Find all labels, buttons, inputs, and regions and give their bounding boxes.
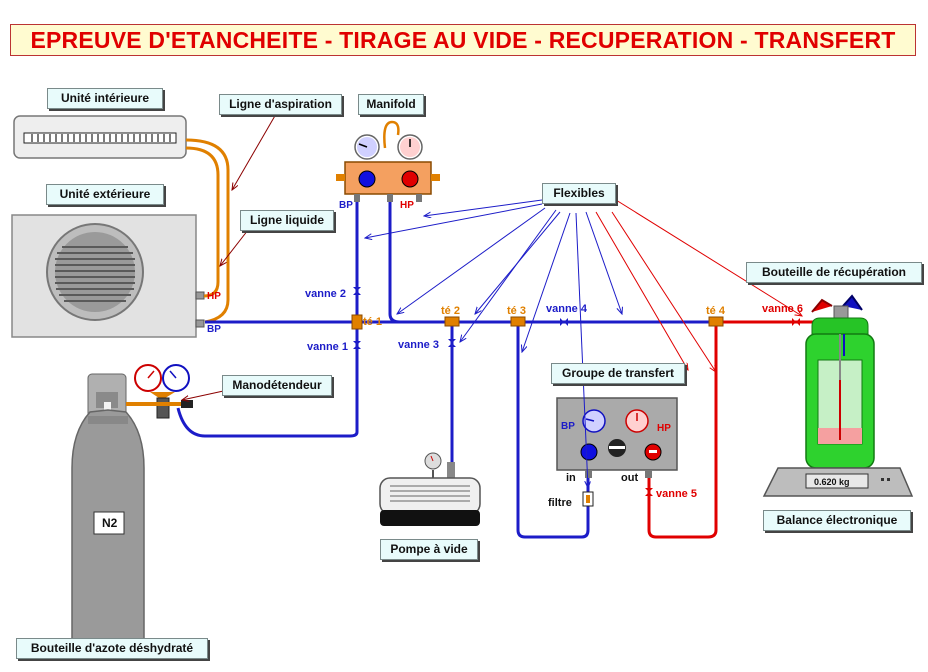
manifold-bp-text: BP — [339, 200, 353, 211]
transfer-in-text: in — [566, 472, 576, 484]
vanne-2-text: vanne 2 — [305, 288, 346, 300]
te-1-text: té 1 — [363, 316, 382, 328]
suction-line-label: Ligne d'aspiration — [219, 94, 342, 115]
label-arrows — [182, 113, 277, 400]
te-2-text: té 2 — [441, 305, 460, 317]
manifold-hp-text: HP — [400, 200, 414, 211]
manifold — [336, 120, 440, 202]
nitrogen-cylinder — [71, 373, 145, 653]
vanne-6-text: vanne 6 — [762, 303, 803, 315]
scale-label: Balance électronique — [763, 510, 911, 531]
indoor-unit-label: Unité intérieure — [47, 88, 163, 109]
pressure-reducer-label: Manodétendeur — [222, 375, 332, 396]
vanne-1-text: vanne 1 — [307, 341, 348, 353]
vanne-5-text: vanne 5 — [656, 488, 697, 500]
scale-reading: 0.620 kg — [814, 477, 850, 487]
recovery-cylinder — [805, 294, 875, 469]
te-4-text: té 4 — [706, 305, 725, 317]
vacuum-pump-label: Pompe à vide — [380, 539, 478, 560]
n2-text: N2 — [102, 516, 118, 530]
vacuum-pump — [379, 452, 481, 526]
flexibles-label: Flexibles — [542, 183, 616, 204]
outdoor-hp-text: HP — [207, 291, 221, 302]
pressure-reducer — [126, 364, 193, 419]
te-3-text: té 3 — [507, 305, 526, 317]
transfer-bp-text: BP — [561, 421, 575, 432]
flexibles-arrows — [365, 199, 802, 488]
outdoor-unit — [11, 214, 205, 338]
manifold-label: Manifold — [358, 94, 424, 115]
page-title: EPREUVE D'ETANCHEITE - TIRAGE AU VIDE - … — [10, 24, 916, 56]
indoor-unit — [13, 115, 187, 159]
nitrogen-cylinder-label: Bouteille d'azote déshydraté — [16, 638, 208, 659]
filter-text: filtre — [548, 497, 572, 509]
vanne-3-text: vanne 3 — [398, 339, 439, 351]
outdoor-bp-text: BP — [207, 324, 221, 335]
transfer-unit — [556, 397, 678, 507]
tee-fittings — [351, 314, 724, 330]
vanne-4-text: vanne 4 — [546, 303, 587, 315]
outdoor-unit-label: Unité extérieure — [46, 184, 164, 205]
valves — [353, 287, 800, 496]
hp-lines — [647, 320, 820, 539]
transfer-out-text: out — [621, 472, 639, 484]
transfer-hp-text: HP — [657, 423, 671, 434]
bp-lines — [176, 200, 716, 539]
liquid-line-label: Ligne liquide — [240, 210, 334, 231]
electronic-scale — [762, 467, 914, 497]
copper-lines — [185, 138, 230, 324]
recovery-cylinder-label: Bouteille de récupération — [746, 262, 922, 283]
transfer-unit-label: Groupe de transfert — [551, 363, 685, 384]
